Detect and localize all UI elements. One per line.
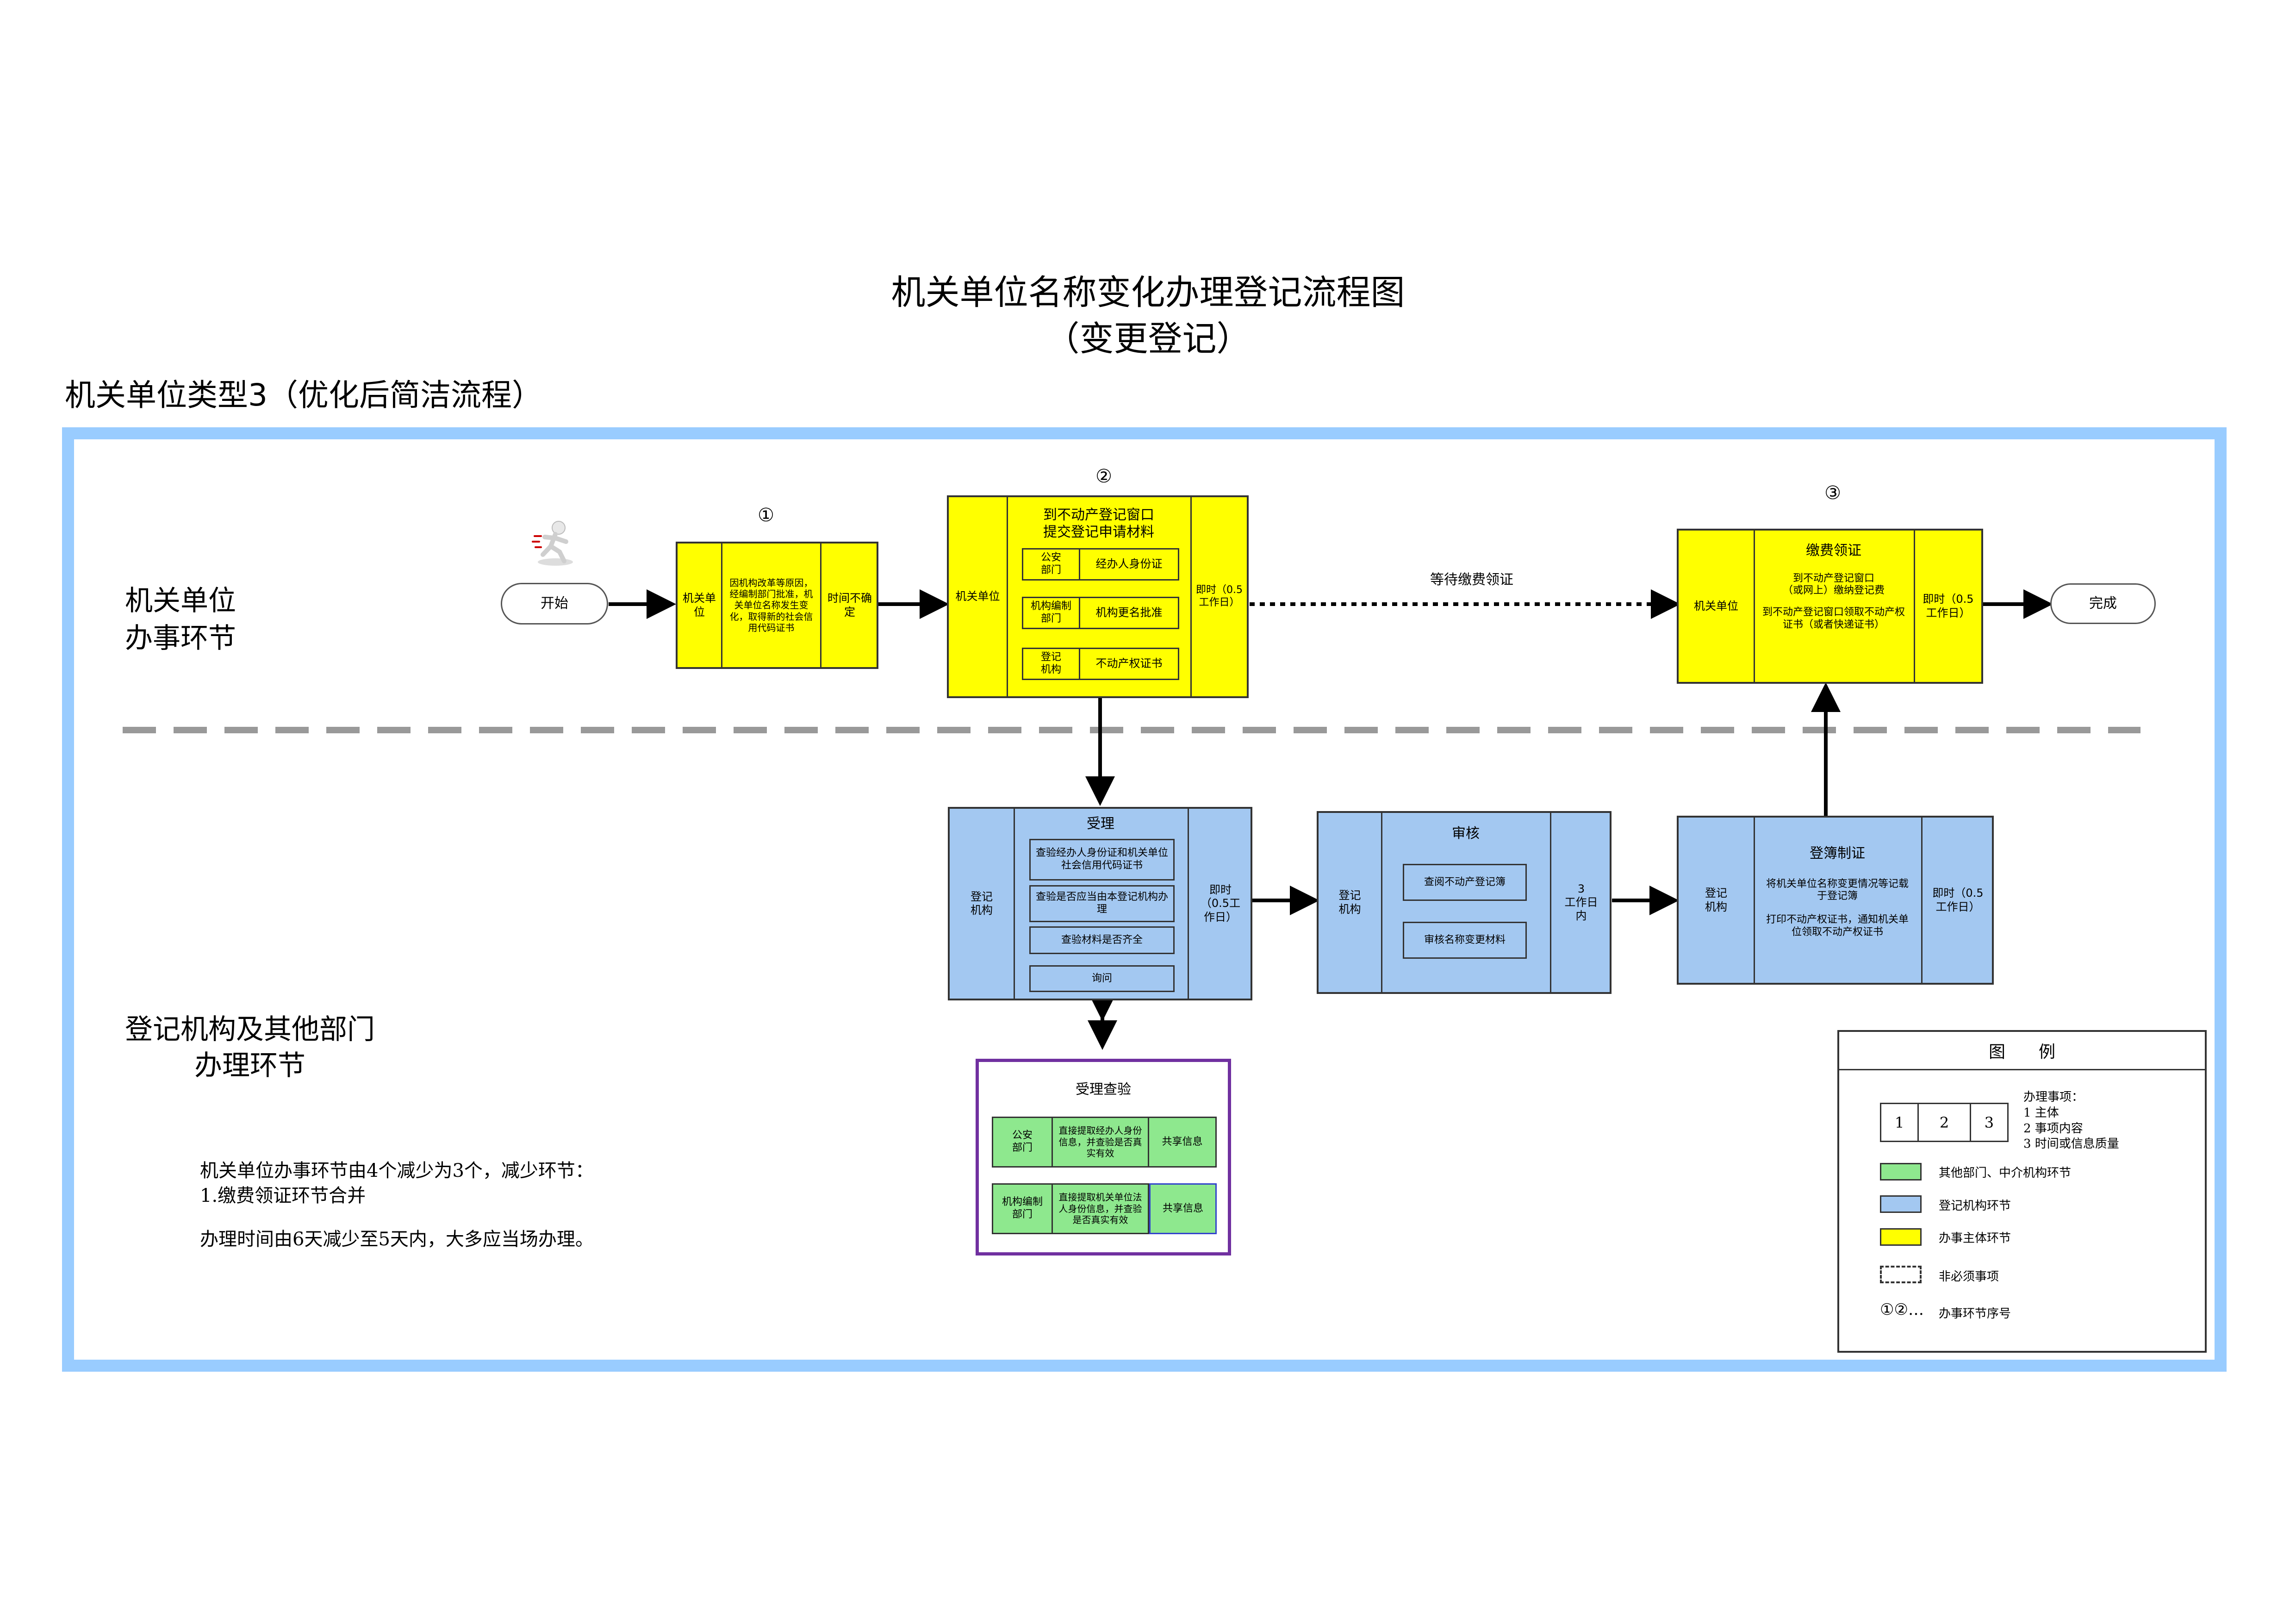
step2-row-3: 登记 机构 不动产权证书: [1022, 648, 1179, 680]
step3-box: 机关单位 缴费领证 到不动产登记窗口 （或网上）缴纳登记费 到不动产登记窗口领取…: [1677, 529, 1983, 684]
check-row-1-content: 直接提取经办人身份信息，并查验是否真实有效: [1053, 1118, 1149, 1166]
step2-row-3-dept: 登记 机构: [1023, 649, 1080, 679]
accept-title: 受理: [1087, 815, 1114, 832]
step1-time: 时间不确定: [828, 592, 872, 618]
legend-swatch-yellow: [1880, 1228, 1922, 1246]
legend-label-blue: 登记机构环节: [1939, 1199, 2011, 1213]
legend-label-green: 其他部门、中介机构环节: [1939, 1166, 2072, 1180]
step3-p2: 到不动产登记窗口领取不动产权证书（或者快递证书）: [1762, 606, 1905, 631]
register-content: 登簿制证 将机关单位名称变更情况等记载于登记簿 打印不动产权证书，通知机关单位领…: [1755, 818, 1920, 983]
legend-label-yellow: 办事主体环节: [1939, 1231, 2011, 1245]
check-row-2: 机构编制 部门 直接提取机关单位法人身份信息，并查验是否真实有效 共享信息: [992, 1183, 1217, 1234]
step2-row-2-dept: 机构编制 部门: [1023, 598, 1080, 628]
step1-box: 机关单位 因机构改革等原因，经编制部门批准，机关单位名称发生变化，取得新的社会信…: [676, 542, 878, 669]
legend-label-seq: 办事环节序号: [1939, 1307, 2011, 1321]
review-time: 3 工作日 内: [1550, 813, 1611, 992]
accept-item-1: 查验经办人身份证和机关单位社会信用代码证书: [1029, 839, 1175, 881]
accept-item-4: 询问: [1029, 965, 1175, 992]
register-box: 登记 机构 登簿制证 将机关单位名称变更情况等记载于登记簿 打印不动产权证书，通…: [1677, 816, 1994, 985]
step2-row-1-item: 经办人身份证: [1095, 557, 1163, 571]
step1-content: 因机构改革等原因，经编制部门批准，机关单位名称发生变化，取得新的社会信用代码证书: [722, 543, 821, 667]
review-item-1: 查阅不动产登记簿: [1403, 864, 1527, 901]
accept-item-3: 查验材料是否齐全: [1029, 926, 1175, 954]
lane-divider: [123, 727, 2140, 733]
legend-matter-head: 办理事项：: [2023, 1090, 2084, 1104]
step2-row-1-dept: 公安 部门: [1023, 550, 1080, 579]
check-row-2-dept: 机构编制 部门: [993, 1185, 1053, 1233]
note-line-3: 办理时间由6天减少至5天内，大多应当场办理。: [200, 1229, 594, 1250]
check-row-1-dept: 公安 部门: [993, 1118, 1053, 1166]
notes: 机关单位办事环节由4个减少为3个，减少环节： 1.缴费领证环节合并 办理时间由6…: [200, 1158, 594, 1252]
legend-cell-3: 3: [1984, 1113, 1994, 1131]
lane-label-bottom: 登记机构及其他部门 办理环节: [118, 1012, 382, 1084]
check-row-1-share: 共享信息: [1162, 1136, 1203, 1148]
step2-time: 即时（0.5工作日）: [1190, 497, 1247, 696]
step2-row-3-item: 不动产权证书: [1095, 657, 1163, 670]
check-title: 受理查验: [1076, 1081, 1131, 1098]
step-number-2: ②: [1095, 466, 1112, 487]
lane-top-line1: 机关单位: [125, 585, 236, 617]
note-line-2: 1.缴费领证环节合并: [200, 1185, 366, 1206]
step2-row-1: 公安 部门 经办人身份证: [1022, 548, 1179, 581]
accept-item-2: 查验是否应当由本登记机构办理: [1029, 885, 1175, 922]
legend-cell-2: 2: [1919, 1104, 1971, 1141]
legend-matter-cells: 1 2 3: [1880, 1103, 2009, 1142]
step3-actor: 机关单位: [1679, 531, 1755, 682]
legend-matter-1: 1 主体: [2023, 1106, 2059, 1120]
legend-matter-3: 3 时间或信息质量: [2023, 1137, 2119, 1151]
register-title: 登簿制证: [1810, 845, 1865, 862]
step2-row-2: 机构编制 部门 机构更名批准: [1022, 597, 1179, 629]
review-title: 审核: [1452, 825, 1480, 842]
review-item-2: 审核名称变更材料: [1403, 922, 1527, 959]
register-time: 即时（0.5 工作日）: [1921, 818, 1993, 983]
legend-label-dashed: 非必须事项: [1939, 1270, 1999, 1284]
section-subtitle: 机关单位类型3（优化后简洁流程）: [65, 377, 542, 413]
check-row-1: 公安 部门 直接提取经办人身份信息，并查验是否真实有效 共享信息: [992, 1117, 1217, 1168]
legend-cell-1: 1: [1881, 1104, 1919, 1141]
start-node: 开始: [501, 583, 608, 625]
legend: 图 例 1 2 3 办理事项： 1 主体 2 事项内容 3 时间或信息质量 其他…: [1837, 1030, 2207, 1353]
step1-actor: 机关单位: [678, 543, 722, 667]
lane-label-top: 机关单位 办事环节: [125, 582, 236, 657]
lane-bottom-line1: 登记机构及其他部门: [125, 1013, 375, 1046]
step3-time: 即时（0.5工作日）: [1914, 531, 1981, 682]
legend-seq-symbol: ①②…: [1880, 1300, 1924, 1319]
register-p1: 将机关单位名称变更情况等记载于登记簿: [1766, 878, 1909, 902]
legend-swatch-dashed: [1880, 1266, 1922, 1283]
step-number-1: ①: [758, 505, 774, 526]
runner-icon: [530, 518, 581, 568]
step2-title: 到不动产登记窗口 提交登记申请材料: [1043, 506, 1154, 540]
finish-node: 完成: [2050, 583, 2156, 624]
accept-time: 即时 （0.5工 作日）: [1188, 809, 1252, 999]
step2-row-2-item: 机构更名批准: [1095, 606, 1163, 619]
wait-label: 等待缴费领证: [1430, 571, 1513, 588]
page-title-sub: （变更登记）: [1045, 319, 1251, 359]
legend-swatch-blue: [1880, 1195, 1922, 1213]
review-box: 登记 机构 审核 查阅不动产登记簿 审核名称变更材料 3 工作日 内: [1317, 811, 1612, 994]
accept-box: 登记 机构 受理 查验经办人身份证和机关单位社会信用代码证书 查验是否应当由本登…: [948, 807, 1252, 1000]
legend-title: 图 例: [1839, 1032, 2205, 1070]
review-actor: 登记 机构: [1319, 813, 1382, 992]
register-actor: 登记 机构: [1679, 818, 1755, 983]
step3-p1: 到不动产登记窗口 （或网上）缴纳登记费: [1782, 572, 1885, 597]
step3-content: 缴费领证 到不动产登记窗口 （或网上）缴纳登记费 到不动产登记窗口领取不动产权证…: [1755, 531, 1912, 682]
diagram-frame: [62, 427, 2227, 1372]
step2-actor: 机关单位: [949, 497, 1008, 696]
page-title: 机关单位名称变化办理登记流程图: [891, 272, 1405, 312]
step2-box: 机关单位 到不动产登记窗口 提交登记申请材料 公安 部门 经办人身份证 机构编制…: [947, 495, 1249, 698]
legend-matter-2: 2 事项内容: [2023, 1121, 2083, 1136]
legend-swatch-green: [1880, 1163, 1922, 1181]
check-box: 受理查验 公安 部门 直接提取经办人身份信息，并查验是否真实有效 共享信息 机构…: [976, 1059, 1231, 1255]
step3-title: 缴费领证: [1806, 543, 1861, 559]
lane-bottom-line2: 办理环节: [194, 1049, 305, 1082]
lane-top-line2: 办事环节: [125, 622, 236, 655]
check-row-2-content: 直接提取机关单位法人身份信息，并查验是否真实有效: [1053, 1185, 1149, 1233]
step-number-3: ③: [1824, 482, 1841, 504]
note-line-1: 机关单位办事环节由4个减少为3个，减少环节：: [200, 1160, 594, 1181]
check-row-2-share: 共享信息: [1149, 1183, 1217, 1234]
register-p2: 打印不动产权证书，通知机关单位领取不动产权证书: [1766, 914, 1909, 938]
legend-matter-text: 办理事项： 1 主体 2 事项内容 3 时间或信息质量: [2023, 1090, 2119, 1152]
accept-actor: 登记 机构: [950, 809, 1015, 999]
